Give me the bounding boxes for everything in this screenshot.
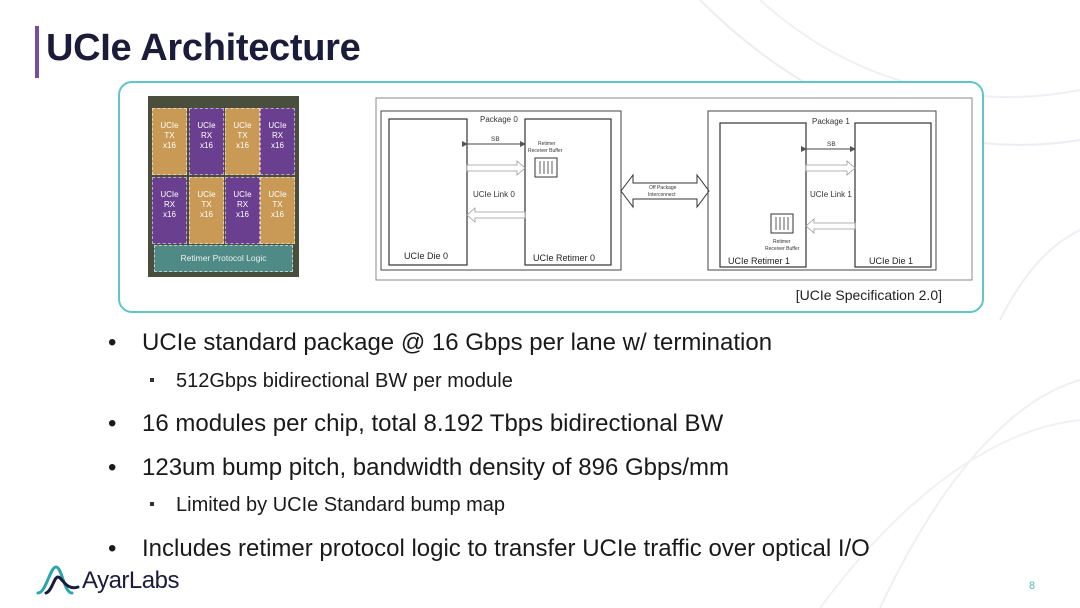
module-width: x16 xyxy=(200,141,213,150)
package-0-label: Package 0 xyxy=(480,115,518,124)
sideband-0-label: SB xyxy=(491,136,500,143)
module-type: TX xyxy=(237,131,248,140)
buffer-1-icon xyxy=(770,213,794,234)
title-accent-bar xyxy=(35,26,39,78)
interconnect-label: Interconnect xyxy=(648,192,676,198)
buffer-0-label: Receiver Buffer xyxy=(528,148,563,154)
module-label: UCIe xyxy=(197,121,216,130)
module-width: x16 xyxy=(163,141,176,150)
bullet-text: UCIe standard package @ 16 Gbps per lane… xyxy=(142,329,773,356)
interconnect-label: Off Package xyxy=(649,185,677,191)
module-label: UCIe xyxy=(160,121,179,130)
module-type: RX xyxy=(236,200,249,209)
module-label: UCIe xyxy=(233,190,252,199)
retimer-0-box xyxy=(524,118,612,266)
module-type: TX xyxy=(164,131,175,140)
module-type: RX xyxy=(200,131,213,140)
buffer-1-label: Retimer xyxy=(773,239,791,245)
link-0-tx-arrow xyxy=(466,160,526,176)
module-width: x16 xyxy=(236,141,249,150)
module-width: x16 xyxy=(271,210,284,219)
module-type: TX xyxy=(201,200,212,209)
bullet-item: • 123um bump pitch, bandwidth density of … xyxy=(108,454,729,482)
module-label: UCIe xyxy=(268,121,287,130)
die-0-box xyxy=(388,118,468,266)
sub-bullet-text: 512Gbps bidirectional BW per module xyxy=(176,370,513,392)
sub-bullet-marker xyxy=(150,502,154,506)
buffer-0-label: Retimer xyxy=(538,141,556,147)
retimer-1-label: UCIe Retimer 1 xyxy=(728,256,790,266)
bullet-glyph: • xyxy=(108,535,117,562)
sub-bullet-text: Limited by UCIe Standard bump map xyxy=(176,494,506,516)
buffer-0-icon xyxy=(534,157,558,178)
ucie-retimer-diagram: Package 0 SB UCIe Link 0 Retimer Receive… xyxy=(375,97,973,281)
module-width: x16 xyxy=(236,210,249,219)
link-1-rx-arrow xyxy=(805,218,856,234)
link-1-label: UCIe Link 1 xyxy=(810,190,852,199)
ayar-labs-logo-text: AyarLabs xyxy=(82,567,179,594)
module-type: TX xyxy=(272,200,283,209)
module-width: x16 xyxy=(163,210,176,219)
retimer-0-label: UCIe Retimer 0 xyxy=(533,253,595,263)
module-width: x16 xyxy=(271,141,284,150)
module-label: UCIe xyxy=(233,121,252,130)
buffer-1-label: Receiver Buffer xyxy=(765,246,800,252)
module-label: UCIe xyxy=(268,190,287,199)
bullet-glyph: • xyxy=(108,329,117,356)
module-type: RX xyxy=(271,131,284,140)
link-0-rx-arrow xyxy=(466,207,526,223)
sub-bullet-marker xyxy=(150,378,154,382)
bullet-glyph: • xyxy=(108,454,117,481)
package-1-outline xyxy=(707,110,937,271)
module-label: UCIe xyxy=(160,190,179,199)
die-1-box xyxy=(854,122,932,268)
figure-citation: [UCIe Specification 2.0] xyxy=(795,287,942,303)
off-package-interconnect-arrow xyxy=(620,173,710,209)
link-0-label: UCIe Link 0 xyxy=(473,190,515,199)
bullet-item: • UCIe standard package @ 16 Gbps per lan… xyxy=(108,329,773,357)
retimer-protocol-logic-block: Retimer Protocol Logic xyxy=(154,245,293,272)
die-1-label: UCIe Die 1 xyxy=(869,256,913,266)
sub-bullet-item: 512Gbps bidirectional BW per module xyxy=(150,370,513,393)
die-0-label: UCIe Die 0 xyxy=(404,251,448,261)
link-1-tx-arrow xyxy=(805,160,856,176)
slide-title: UCIe Architecture xyxy=(46,27,361,69)
ayar-labs-logo-icon xyxy=(36,565,80,595)
bullet-item: • 16 modules per chip, total 8.192 Tbps b… xyxy=(108,410,724,438)
bullet-glyph: • xyxy=(108,410,117,437)
bullet-text: 123um bump pitch, bandwidth density of 8… xyxy=(142,454,729,481)
bullet-item: • Includes retimer protocol logic to tran… xyxy=(108,535,870,563)
module-width: x16 xyxy=(200,210,213,219)
module-type: RX xyxy=(163,200,176,209)
module-label: UCIe xyxy=(197,190,216,199)
bullet-text: Includes retimer protocol logic to trans… xyxy=(142,535,870,562)
retimer-1-box xyxy=(719,122,807,268)
sub-bullet-item: Limited by UCIe Standard bump map xyxy=(150,494,506,517)
package-1-label: Package 1 xyxy=(812,117,850,126)
sideband-1-label: SB xyxy=(827,141,836,148)
page-number: 8 xyxy=(1029,580,1036,592)
bullet-text: 16 modules per chip, total 8.192 Tbps bi… xyxy=(142,410,724,437)
